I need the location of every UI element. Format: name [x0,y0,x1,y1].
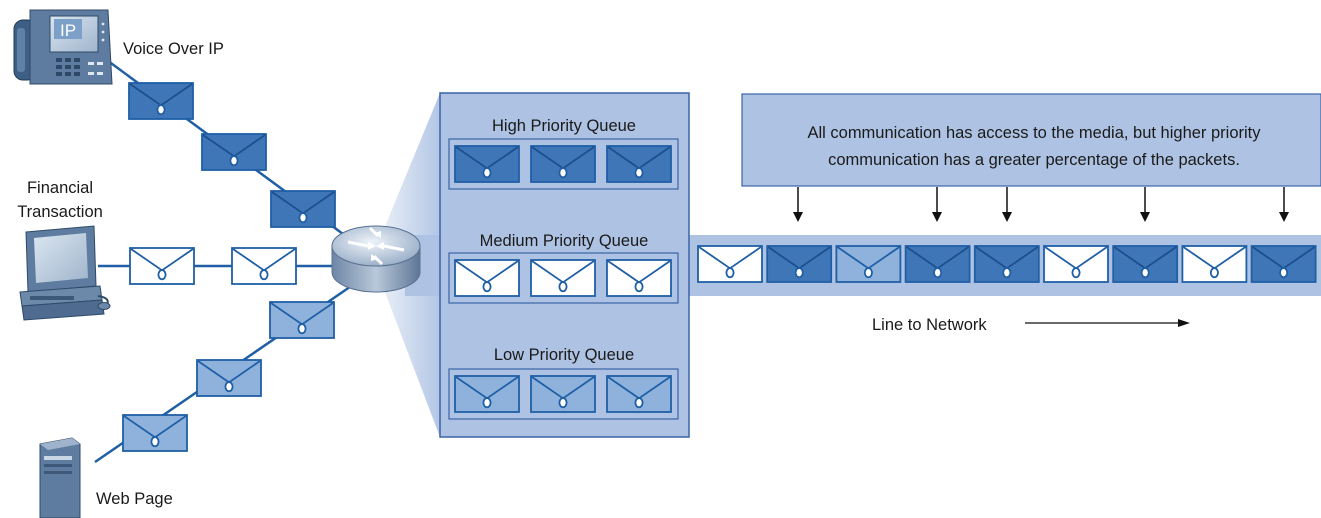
voice-packet-2 [201,133,267,171]
high-queue-packet-1 [454,145,520,183]
web-packet-3 [122,414,188,452]
line-packet-2 [766,245,833,283]
medium-queue-packet-3 [606,259,672,297]
callout-box [741,93,1321,187]
line-packet-6 [1043,245,1109,283]
line-to-network: Line to Network [872,316,1190,334]
line-packet-4 [904,245,971,283]
low-priority-label: Low Priority Queue [494,346,634,364]
voice-over-ip-label: Voice Over IP [123,40,224,58]
financial-packet-2 [231,247,297,285]
voice-packet-3 [270,190,336,228]
low-queue-packet-3 [606,375,672,413]
callout-arrows [793,187,1289,222]
medium-queue-packet-1 [454,259,520,297]
low-queue-packet-2 [530,375,596,413]
callout: All communication has access to the medi… [741,93,1321,187]
financial-label-line-1: Financial [27,179,93,197]
high-queue-packet-3 [606,145,672,183]
arrow-to-packet-7 [1140,187,1150,222]
ip-phone-icon: IP [13,9,113,85]
financial-label-line-2: Transaction [17,203,103,221]
financial-packet-1 [129,247,195,285]
arrow-to-packet-5 [1002,187,1012,222]
phone-screen-text: IP [60,21,76,40]
line-packet-1 [697,245,763,283]
callout-line-1: All communication has access to the medi… [807,124,1261,142]
arrow-to-packet-4 [932,187,942,222]
high-queue-slot [448,138,679,190]
high-priority-label: High Priority Queue [492,117,636,135]
line-to-network-label: Line to Network [872,316,987,334]
pc-icon [19,225,111,321]
line-packet-8 [1181,245,1248,283]
medium-queue-packet-2 [530,259,596,297]
voice-packet-1 [128,82,194,120]
arrow-to-packet-9 [1279,187,1289,222]
medium-priority-label: Medium Priority Queue [480,232,649,250]
line-packet-9 [1250,245,1317,283]
packets-layer [122,82,1317,452]
web-packet-2 [196,359,262,397]
web-server-icon [39,437,81,518]
web-packet-1 [269,301,335,339]
high-queue-packet-2 [530,145,596,183]
arrow-to-packet-2 [793,187,803,222]
low-queue-packet-1 [454,375,520,413]
line-packet-5 [973,245,1040,283]
line-packet-7 [1112,245,1179,283]
line-packet-3 [835,245,902,283]
callout-line-2: communication has a greater percentage o… [828,151,1240,169]
router-icon [331,225,421,293]
web-page-label: Web Page [96,490,173,508]
medium-queue-slot [448,252,679,304]
low-queue-slot [448,368,679,420]
